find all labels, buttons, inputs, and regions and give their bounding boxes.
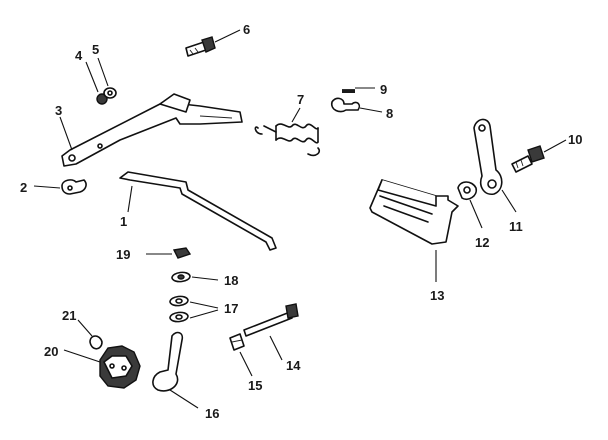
- callout-2: 2: [20, 180, 27, 195]
- part-19-nut: [146, 247, 192, 259]
- callout-21: 21: [62, 308, 76, 323]
- part-3-lever-bracket: [59, 93, 243, 167]
- part-14-bolt: [243, 303, 299, 361]
- callout-12: 12: [475, 235, 489, 250]
- callout-13: 13: [430, 288, 444, 303]
- callout-17: 17: [224, 301, 238, 316]
- part-2-clip: [33, 179, 87, 195]
- callout-3: 3: [55, 103, 62, 118]
- callout-18: 18: [224, 273, 238, 288]
- part-15-stud: [229, 333, 253, 377]
- part-20-control-block: [63, 345, 141, 389]
- callout-6: 6: [243, 22, 250, 37]
- part-17-washers: [169, 295, 219, 323]
- callout-19: 19: [116, 247, 130, 262]
- part-1-rod: [119, 171, 277, 251]
- callout-8: 8: [386, 106, 393, 121]
- part-6-bolt: [185, 29, 241, 57]
- part-21-nut: [77, 319, 103, 350]
- callout-9-mark: ▬: [342, 81, 355, 96]
- part-10-bolt: [511, 139, 567, 173]
- part-4-nut: [85, 61, 108, 105]
- callout-15: 15: [248, 378, 262, 393]
- callout-4: 4: [75, 48, 83, 63]
- callout-11: 11: [509, 219, 523, 234]
- callout-14: 14: [286, 358, 301, 373]
- part-16-link: [152, 331, 199, 409]
- part-8-clip: [330, 97, 383, 113]
- callout-7: 7: [297, 92, 304, 107]
- part-11-lever-arm: [473, 118, 517, 213]
- part-12-washer: [457, 181, 483, 229]
- callout-20: 20: [44, 344, 58, 359]
- callout-16: 16: [205, 406, 219, 421]
- callout-9: 9: [380, 82, 387, 97]
- part-5-washer: [97, 57, 117, 99]
- callout-1: 1: [120, 214, 127, 229]
- callout-5: 5: [92, 42, 99, 57]
- part-13-mounting-bracket: [369, 179, 459, 282]
- part-18-nut: [171, 271, 219, 283]
- part-7-spring: [254, 107, 321, 157]
- callout-10: 10: [568, 132, 582, 147]
